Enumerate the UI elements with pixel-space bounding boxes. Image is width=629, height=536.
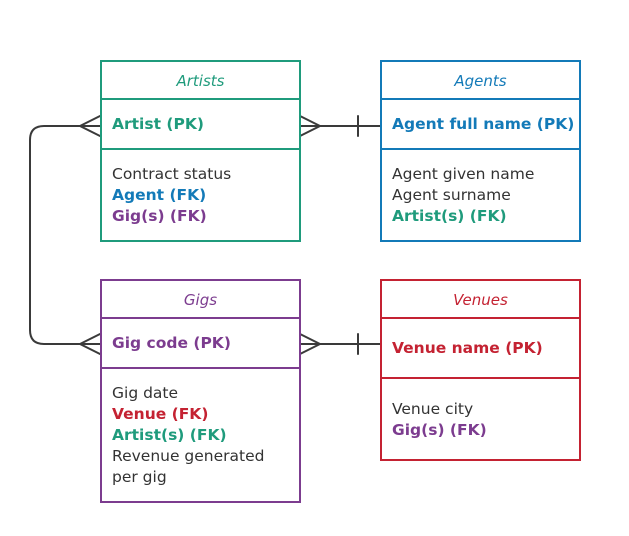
- gigs-crowfoot-left: [79, 333, 101, 355]
- gigs-attr-revenue-per-gig: per gig: [112, 468, 167, 486]
- artists-attributes: Contract status Agent (FK) Gig(s) (FK): [102, 150, 299, 227]
- gigs-title: Gigs: [102, 281, 299, 319]
- venues-attr-gigs-fk: Gig(s) (FK): [392, 421, 487, 439]
- agents-attr-artists-fk: Artist(s) (FK): [392, 207, 507, 225]
- artists-attr-gigs-fk: Gig(s) (FK): [112, 207, 207, 225]
- venues-attributes: Venue city Gig(s) (FK): [382, 379, 579, 441]
- venues-attr-venue-city: Venue city: [392, 400, 474, 418]
- artists-title: Artists: [102, 62, 299, 100]
- gigs-pk: Gig code (PK): [102, 319, 299, 369]
- venues-pk: Venue name (PK): [382, 319, 579, 379]
- artists-gigs-connector: [29, 125, 101, 345]
- artists-crowfoot-right: [299, 115, 321, 137]
- artists-crowfoot-left: [79, 115, 101, 137]
- agents-entity[interactable]: Agents Agent full name (PK) Agent given …: [380, 60, 581, 242]
- gigs-attr-venue-fk: Venue (FK): [112, 405, 209, 423]
- artists-attr-contract-status: Contract status: [112, 165, 232, 183]
- venues-title: Venues: [382, 281, 579, 319]
- gigs-attr-gig-date: Gig date: [112, 384, 179, 402]
- artists-pk: Artist (PK): [102, 100, 299, 150]
- gigs-entity[interactable]: Gigs Gig code (PK) Gig date Venue (FK) A…: [100, 279, 301, 503]
- artists-entity[interactable]: Artists Artist (PK) Contract status Agen…: [100, 60, 301, 242]
- gigs-attributes: Gig date Venue (FK) Artist(s) (FK) Reven…: [102, 369, 299, 488]
- agents-title: Agents: [382, 62, 579, 100]
- venues-entity[interactable]: Venues Venue name (PK) Venue city Gig(s)…: [380, 279, 581, 461]
- agents-attr-given-name: Agent given name: [392, 165, 535, 183]
- agents-attributes: Agent given name Agent surname Artist(s)…: [382, 150, 579, 227]
- gigs-crowfoot-right: [299, 333, 321, 355]
- agents-attr-surname: Agent surname: [392, 186, 511, 204]
- gigs-attr-artists-fk: Artist(s) (FK): [112, 426, 227, 444]
- artists-attr-agent-fk: Agent (FK): [112, 186, 207, 204]
- gigs-attr-revenue: Revenue generated: [112, 447, 265, 465]
- agents-pk: Agent full name (PK): [382, 100, 579, 150]
